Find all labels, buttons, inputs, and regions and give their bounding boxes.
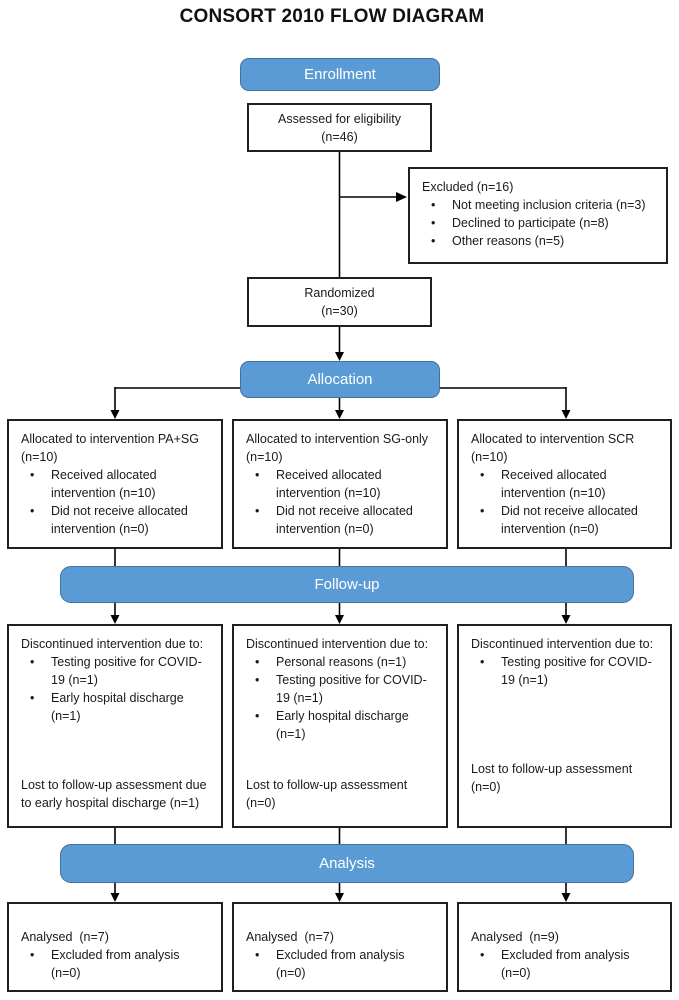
excluded-bullet: Other reasons (n=5) bbox=[422, 232, 656, 250]
analysis-column-sg-only: Analysed (n=7) Excluded from analysis (n… bbox=[232, 902, 448, 992]
followup-bullet: Testing positive for COVID-19 (n=1) bbox=[246, 671, 436, 707]
arrow-down-icon bbox=[110, 615, 120, 624]
allocation-bullet: Did not receive allocated intervention (… bbox=[21, 502, 211, 538]
followup-column-title: Discontinued intervention due to: bbox=[246, 637, 429, 651]
allocation-stage-badge: Allocation bbox=[240, 361, 440, 398]
followup-bullet: Testing positive for COVID-19 (n=1) bbox=[21, 653, 211, 689]
excluded-title: Excluded (n=16) bbox=[422, 180, 514, 194]
followup-lost-text: Lost to follow-up assessment due to earl… bbox=[21, 778, 207, 810]
analysis-stage-label: Analysis bbox=[319, 855, 375, 872]
allocation-column-title: Allocated to intervention PA+SG (n=10) bbox=[21, 432, 199, 464]
arrow-down-icon bbox=[110, 410, 120, 419]
arrow-down-icon bbox=[335, 615, 344, 624]
randomized-line1: Randomized bbox=[304, 286, 375, 300]
analysis-column-scr: Analysed (n=9) Excluded from analysis (n… bbox=[457, 902, 672, 992]
assessed-count: (n=46) bbox=[321, 129, 358, 144]
analysis-column-title: Analysed (n=9) bbox=[471, 930, 559, 944]
analysis-bullet-list: Excluded from analysis (n=0) bbox=[21, 946, 211, 982]
allocation-bullet-list: Received allocated intervention (n=10) D… bbox=[471, 466, 660, 538]
allocation-column-title: Allocated to intervention SCR (n=10) bbox=[471, 432, 635, 464]
followup-bullet-list: Personal reasons (n=1) Testing positive … bbox=[246, 653, 436, 743]
arrow-down-icon bbox=[561, 893, 571, 902]
allocation-column-pa-sg: Allocated to intervention PA+SG (n=10) R… bbox=[7, 419, 223, 549]
followup-lost-text: Lost to follow-up assessment (n=0) bbox=[246, 778, 408, 810]
analysis-bullet-list: Excluded from analysis (n=0) bbox=[471, 946, 660, 982]
analysis-column-pa-sg: Analysed (n=7) Excluded from analysis (n… bbox=[7, 902, 223, 992]
assessed-line1: Assessed for eligibility bbox=[278, 111, 401, 126]
allocation-column-scr: Allocated to intervention SCR (n=10) Rec… bbox=[457, 419, 672, 549]
allocation-stage-label: Allocation bbox=[307, 371, 373, 388]
followup-stage-label: Follow-up bbox=[314, 576, 380, 593]
followup-bullet-list: Testing positive for COVID-19 (n=1) Earl… bbox=[21, 653, 211, 725]
page-title: CONSORT 2010 FLOW DIAGRAM bbox=[179, 6, 485, 27]
excluded-bullet: Declined to participate (n=8) bbox=[422, 214, 656, 232]
allocation-bullet: Received allocated intervention (n=10) bbox=[471, 466, 660, 502]
excluded-box: Excluded (n=16) Not meeting inclusion cr… bbox=[408, 167, 668, 264]
followup-bullet-list: Testing positive for COVID-19 (n=1) bbox=[471, 653, 660, 689]
arrow-down-icon bbox=[110, 893, 120, 902]
randomized-box: Randomized (n=30) bbox=[247, 277, 432, 327]
allocation-bullet: Received allocated intervention (n=10) bbox=[246, 466, 436, 502]
followup-bullet: Early hospital discharge (n=1) bbox=[246, 707, 436, 743]
allocation-column-sg-only: Allocated to intervention SG-only (n=10)… bbox=[232, 419, 448, 549]
assessed-for-eligibility-box: Assessed for eligibility (n=46) bbox=[247, 103, 432, 152]
allocation-bullet: Received allocated intervention (n=10) bbox=[21, 466, 211, 502]
allocation-bullet: Did not receive allocated intervention (… bbox=[471, 502, 660, 538]
excluded-bullet: Not meeting inclusion criteria (n=3) bbox=[422, 196, 656, 214]
followup-stage-badge: Follow-up bbox=[60, 566, 634, 603]
followup-column-sg-only: Discontinued intervention due to: Person… bbox=[232, 624, 448, 828]
followup-column-title: Discontinued intervention due to: bbox=[471, 637, 654, 651]
followup-bullet: Personal reasons (n=1) bbox=[246, 653, 436, 671]
allocation-bullet: Did not receive allocated intervention (… bbox=[246, 502, 436, 538]
allocation-column-title: Allocated to intervention SG-only (n=10) bbox=[246, 432, 429, 464]
arrow-down-icon bbox=[335, 410, 344, 419]
analysis-stage-badge: Analysis bbox=[60, 844, 634, 883]
analysis-bullet: Excluded from analysis (n=0) bbox=[246, 946, 436, 982]
arrow-down-icon bbox=[335, 893, 344, 902]
followup-bullet: Early hospital discharge (n=1) bbox=[21, 689, 211, 725]
arrow-down-icon bbox=[561, 410, 571, 419]
analysis-bullet: Excluded from analysis (n=0) bbox=[471, 946, 660, 982]
excluded-bullet-list: Not meeting inclusion criteria (n=3) Dec… bbox=[422, 196, 656, 250]
enrollment-stage-label: Enrollment bbox=[304, 66, 376, 83]
followup-lost-text: Lost to follow-up assessment (n=0) bbox=[471, 762, 633, 794]
allocation-bullet-list: Received allocated intervention (n=10) D… bbox=[21, 466, 211, 538]
arrow-down-icon bbox=[561, 615, 571, 624]
analysis-column-title: Analysed (n=7) bbox=[246, 930, 334, 944]
randomized-count: (n=30) bbox=[321, 304, 358, 318]
followup-column-scr: Discontinued intervention due to: Testin… bbox=[457, 624, 672, 828]
analysis-bullet: Excluded from analysis (n=0) bbox=[21, 946, 211, 982]
followup-column-pa-sg: Discontinued intervention due to: Testin… bbox=[7, 624, 223, 828]
enrollment-stage-badge: Enrollment bbox=[240, 58, 440, 91]
allocation-bullet-list: Received allocated intervention (n=10) D… bbox=[246, 466, 436, 538]
arrow-right-icon bbox=[396, 192, 407, 202]
followup-bullet: Testing positive for COVID-19 (n=1) bbox=[471, 653, 660, 689]
arrow-down-icon bbox=[335, 352, 344, 361]
analysis-column-title: Analysed (n=7) bbox=[21, 930, 109, 944]
followup-column-title: Discontinued intervention due to: bbox=[21, 637, 204, 651]
analysis-bullet-list: Excluded from analysis (n=0) bbox=[246, 946, 436, 982]
